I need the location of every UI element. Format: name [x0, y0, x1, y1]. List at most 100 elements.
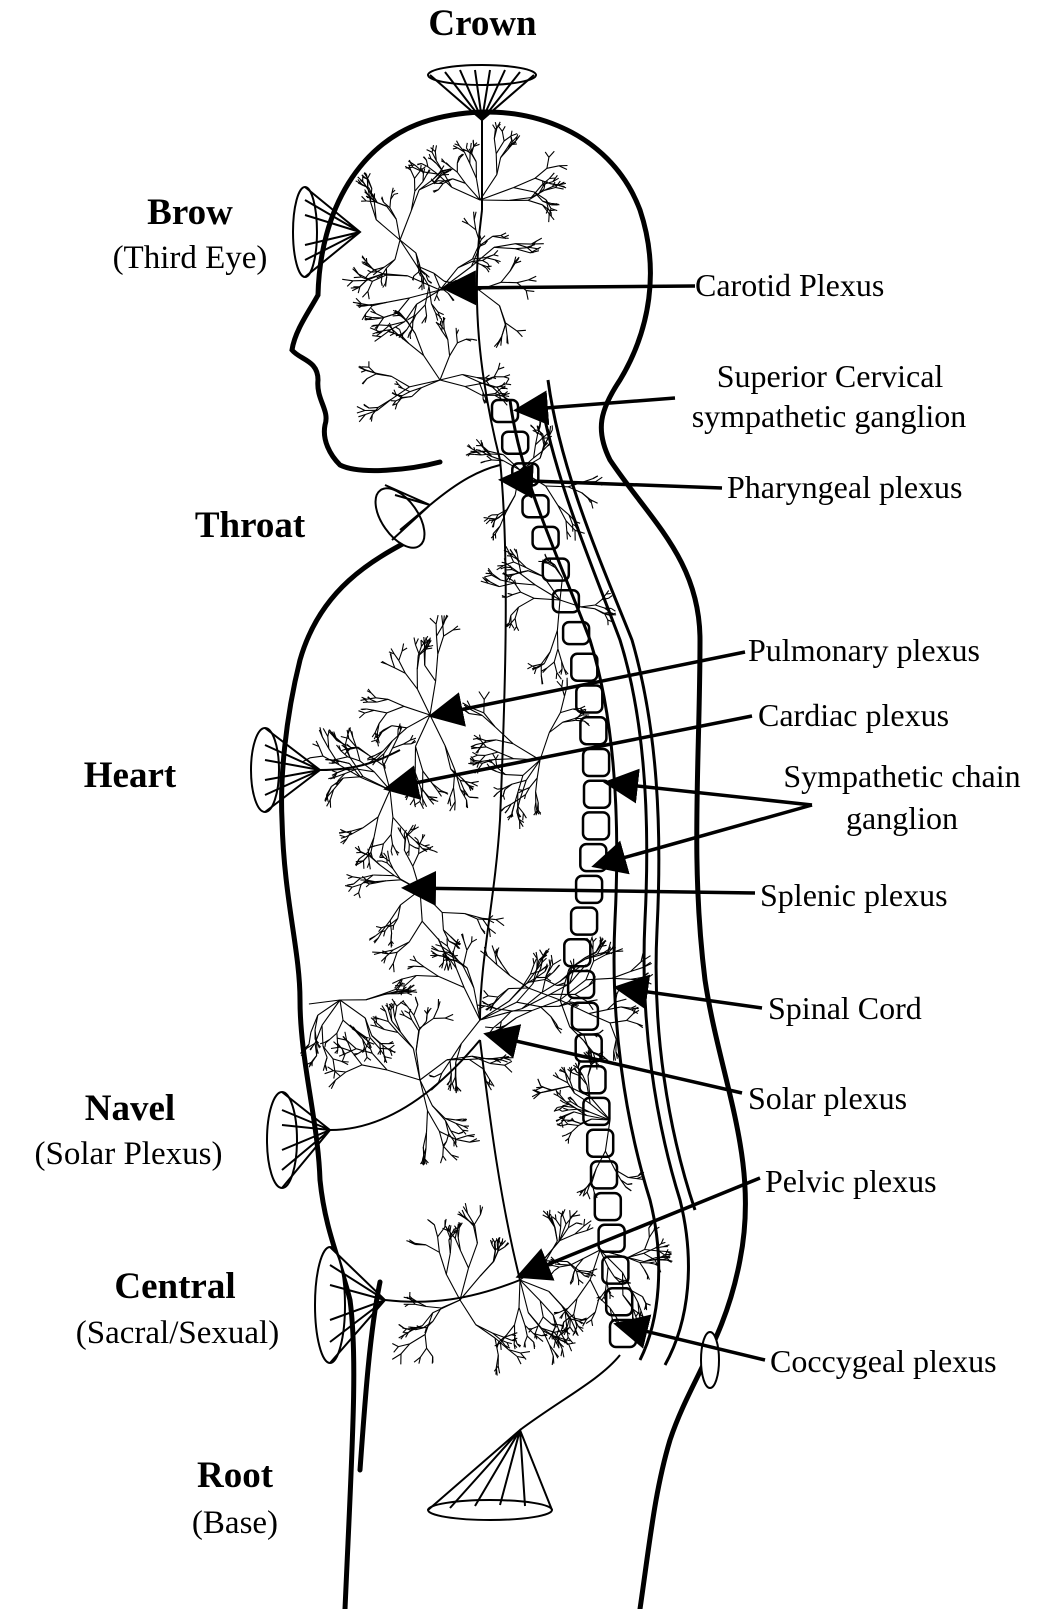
nerve-branch: [494, 369, 498, 377]
nerve-branch: [547, 166, 559, 169]
nerve-branch: [461, 1020, 480, 1044]
nerve-branch: [607, 1281, 608, 1290]
nerve-branch: [331, 1047, 340, 1048]
nerve-branch: [335, 1071, 340, 1076]
nerve-branch: [562, 661, 563, 669]
nerve-branch: [399, 1325, 404, 1329]
nerve-branch: [499, 989, 509, 999]
nerve-branch: [465, 387, 482, 396]
nerve-branch: [443, 930, 449, 941]
nerve-branch: [393, 952, 397, 963]
nerve-branch: [379, 1019, 388, 1022]
nerve-branch: [568, 1124, 579, 1125]
nerve-branch: [540, 1007, 551, 1017]
nerve-branch: [345, 834, 352, 837]
nerve-branch: [349, 887, 353, 892]
vertebra: [584, 781, 610, 808]
nerve-branch: [354, 277, 362, 278]
nerve-branch: [517, 280, 529, 283]
nerve-branch: [445, 163, 450, 167]
nerve-branch: [528, 663, 533, 666]
nerve-branch: [415, 182, 423, 192]
nerve-branch: [365, 1049, 367, 1057]
nerve-branch: [443, 1146, 451, 1155]
nerve-branch: [384, 259, 395, 267]
vertebra: [571, 654, 597, 681]
nerve-branch: [427, 1348, 433, 1356]
nerve-branch: [383, 1045, 390, 1051]
nerve-branch: [367, 374, 376, 379]
nerve-branch: [649, 1262, 655, 1263]
nerve-branch: [386, 880, 401, 881]
nerve-branch: [420, 1348, 426, 1357]
nerve-branch: [351, 288, 359, 289]
nerve-branch: [385, 1057, 391, 1059]
nerve-branch: [532, 668, 538, 669]
nerve-branch: [460, 1250, 468, 1268]
nerve-branch: [463, 150, 467, 151]
nerve-branch: [463, 950, 467, 966]
nerve-branch: [592, 1320, 593, 1326]
nerve-branch: [600, 945, 606, 946]
nerve-branch: [451, 937, 457, 943]
nerve-branch: [485, 752, 498, 755]
sympathetic-chain-ganglion-label: ganglion: [752, 800, 1052, 837]
nerve-branch: [392, 1354, 401, 1360]
nerve-branch: [511, 624, 514, 629]
nerve-branch: [556, 188, 564, 190]
nerve-branch: [515, 580, 517, 586]
nerve-branch: [423, 789, 430, 799]
nerve-branch: [427, 1111, 428, 1133]
nerve-branch: [450, 343, 458, 356]
nerve-branch: [502, 126, 505, 131]
nerve-branch: [476, 1325, 493, 1333]
coccygeal-chakra-icon: [701, 1332, 719, 1388]
nerve-branch: [394, 193, 398, 194]
nerve-branch: [504, 1337, 512, 1340]
nerve-branch: [581, 605, 596, 607]
nerve-branch: [517, 1357, 521, 1365]
nerve-branch: [554, 649, 558, 662]
nerve-branch: [440, 375, 462, 381]
nerve-branch: [355, 1030, 363, 1037]
nerve-branch: [425, 1335, 427, 1349]
nerve-branch: [559, 183, 566, 185]
superior-cervical-pointer: [520, 398, 675, 410]
nerve-branch: [390, 920, 391, 933]
nerve-branch: [476, 439, 479, 443]
nerve-branch: [414, 1005, 418, 1016]
nerve-branch: [501, 147, 508, 158]
nerve-branch: [595, 605, 604, 608]
nerve-branch: [510, 263, 514, 271]
pulmonary-plexus-label: Pulmonary plexus: [748, 632, 980, 669]
nerve-branch: [505, 1065, 512, 1072]
nerve-branch: [378, 790, 390, 817]
nerve-trunk: [385, 1280, 520, 1302]
nerve-branch: [427, 150, 433, 153]
nerve-branch: [416, 639, 419, 645]
nerve-branch: [496, 141, 504, 154]
nerve-branch: [497, 957, 501, 964]
nerve-branch: [498, 1366, 499, 1373]
nerve-branch: [575, 522, 576, 528]
nerve-branch: [617, 990, 619, 995]
nerve-branch: [448, 340, 450, 356]
nerve-branch: [483, 261, 488, 264]
leader-lines: [390, 286, 812, 1360]
nerve-branch: [549, 1291, 565, 1308]
nerve-branch: [393, 844, 396, 850]
nerve-branch: [376, 698, 388, 700]
navel-label: Navel: [60, 1088, 200, 1131]
nerve-branch: [369, 882, 376, 883]
nerve-branch: [514, 583, 535, 585]
nerve-branch: [456, 1087, 457, 1093]
nerve-branch: [474, 735, 479, 738]
nerve-branch: [388, 699, 404, 706]
nerve-branch: [322, 1000, 340, 1025]
nerve-branch: [593, 949, 594, 961]
nerve-branch: [411, 190, 419, 211]
nerve-branch: [515, 619, 517, 627]
nerve-branch: [558, 505, 569, 514]
nerve-branch: [485, 1027, 493, 1028]
nerve-branch: [494, 250, 498, 254]
